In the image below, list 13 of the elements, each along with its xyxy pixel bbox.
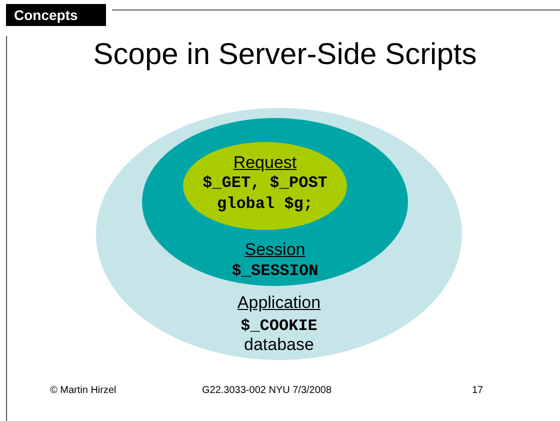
- footer-course: G22.3033-002 NYU 7/3/2008: [202, 386, 332, 396]
- scope-variable: $_SESSION: [230, 263, 320, 279]
- scope-variable: $_COOKIE: [240, 318, 318, 334]
- footer-author: © Martin Hirzel: [50, 386, 116, 396]
- scope-heading: Request: [232, 154, 298, 171]
- scope-note: database: [243, 336, 315, 353]
- section-tab: Concepts: [6, 4, 106, 26]
- scope-heading: Session: [244, 241, 306, 258]
- slide-title: Scope in Server-Side Scripts: [92, 40, 478, 70]
- scope-variable: $_GET, $_POST: [202, 175, 328, 191]
- scope-variable: global $g;: [216, 196, 314, 212]
- scope-heading: Application: [236, 294, 322, 311]
- page-number: 17: [472, 386, 484, 396]
